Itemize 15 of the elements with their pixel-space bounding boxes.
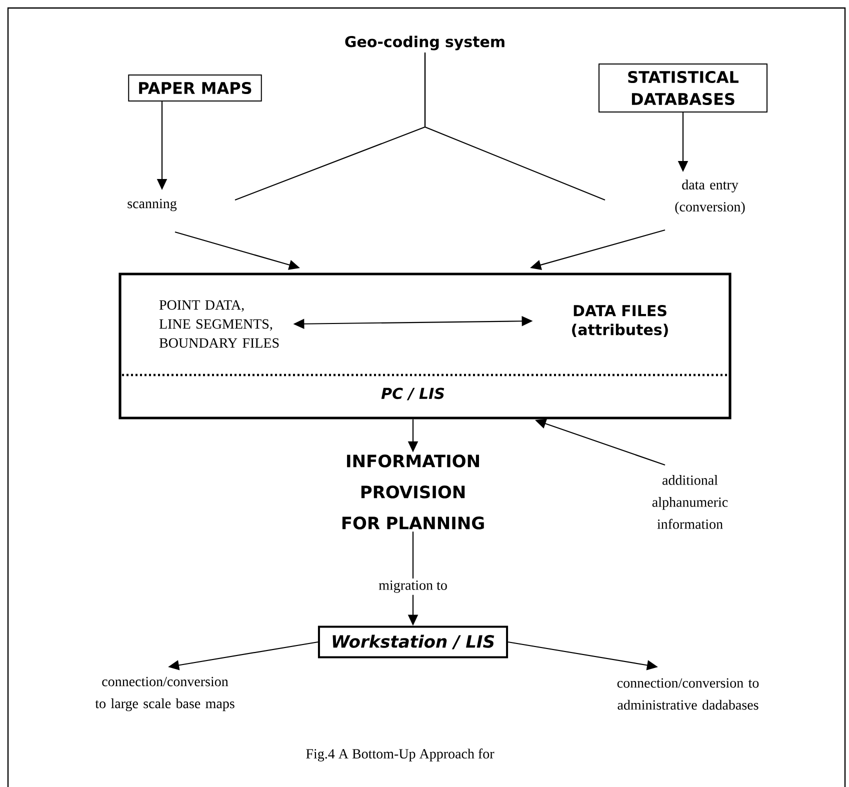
step-text: connection/conversion to administrative dadabases — [617, 678, 759, 710]
data-text: POINT DATA, LINE SEGMENTS, BOUNDARY FILES — [159, 300, 279, 348]
step-text: connection/conversion to large scale base maps — [95, 676, 234, 712]
note-text: additional alphanumeric information — [652, 475, 728, 529]
source-box: PAPER MAPS — [128, 74, 262, 102]
step-text: scanning — [128, 198, 177, 212]
source-box: STATISTICAL DATABASES — [598, 63, 768, 113]
heading-text: Geo-coding system — [345, 36, 504, 50]
connector-line — [424, 52, 606, 200]
caption: Fig.4 A Bottom-Up Approach for — [306, 748, 494, 762]
system-box: Workstation / LIS — [318, 626, 508, 658]
output-text: INFORMATION PROVISION FOR PLANNING — [342, 454, 484, 530]
step-text: data entry (conversion) — [675, 180, 745, 214]
edge-label: migration to — [376, 578, 450, 595]
data-text: DATA FILES (attributes) — [572, 304, 668, 338]
